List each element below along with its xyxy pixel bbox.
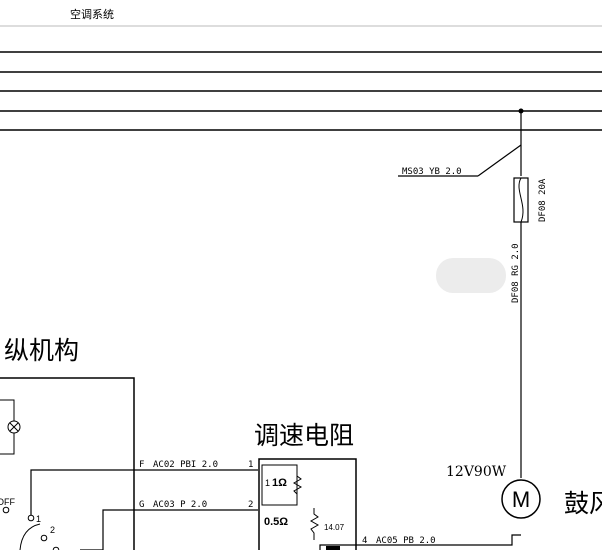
pin-g-label: G [139, 500, 144, 510]
motor-m-glyph: M [512, 487, 530, 512]
fuse-label: DF08 20A [538, 178, 548, 222]
resistor-pin-1: 1 [265, 478, 270, 488]
control-unit-title: 纵机构 [4, 336, 79, 365]
switch-contact-2 [40, 534, 48, 542]
ac05-label: AC05 PB 2.0 [376, 536, 436, 546]
overlay-blob [436, 258, 506, 293]
switch-pos1-label: 1 [36, 514, 41, 524]
switch-contact-3 [52, 546, 60, 550]
ac05-wire [319, 534, 521, 550]
switch-arm [19, 523, 41, 550]
ms03-wire-diagonal [477, 144, 522, 177]
resistor-t1-label: 14.07 [324, 523, 345, 532]
ac03-label: AC03 P 2.0 [153, 500, 207, 510]
ac02-internal-wire [30, 469, 258, 515]
fuse-element [518, 177, 524, 223]
ac03-internal-wire [80, 509, 258, 550]
page-title: 空调系统 [70, 7, 114, 21]
resistor-r2-label: 0.5Ω [264, 516, 288, 528]
pin-4-label: 4 [362, 536, 367, 546]
df08-wire-label: DF08 RG 2.0 [511, 243, 521, 303]
control-unit-box [0, 377, 135, 550]
pin-f-label: F [139, 460, 144, 470]
switch-contact-off [2, 506, 10, 514]
switch-pos2-label: 2 [50, 525, 55, 535]
motor-title: 鼓风 [564, 489, 602, 518]
ac02-label: AC02 PBI 2.0 [153, 460, 218, 470]
pin-2-label: 2 [248, 500, 253, 510]
resistor-r1-label: 1Ω [272, 477, 287, 489]
lamp-cross [9, 422, 19, 432]
switch-off-label: OFF [0, 497, 15, 507]
motor-rating: 12V90W [446, 464, 507, 480]
resistor-box [258, 458, 357, 550]
output-terminal [326, 546, 340, 550]
motor-icon [501, 479, 541, 519]
resistor-r1-zigzag [292, 470, 303, 500]
ms03-label: MS03 YB 2.0 [402, 167, 462, 177]
resistor-r2-zigzag [309, 508, 320, 540]
pin-1-label: 1 [248, 460, 253, 470]
bus-lines [0, 51, 602, 131]
resistor-title: 调速电阻 [254, 421, 354, 450]
switch-contact-1 [27, 514, 35, 522]
